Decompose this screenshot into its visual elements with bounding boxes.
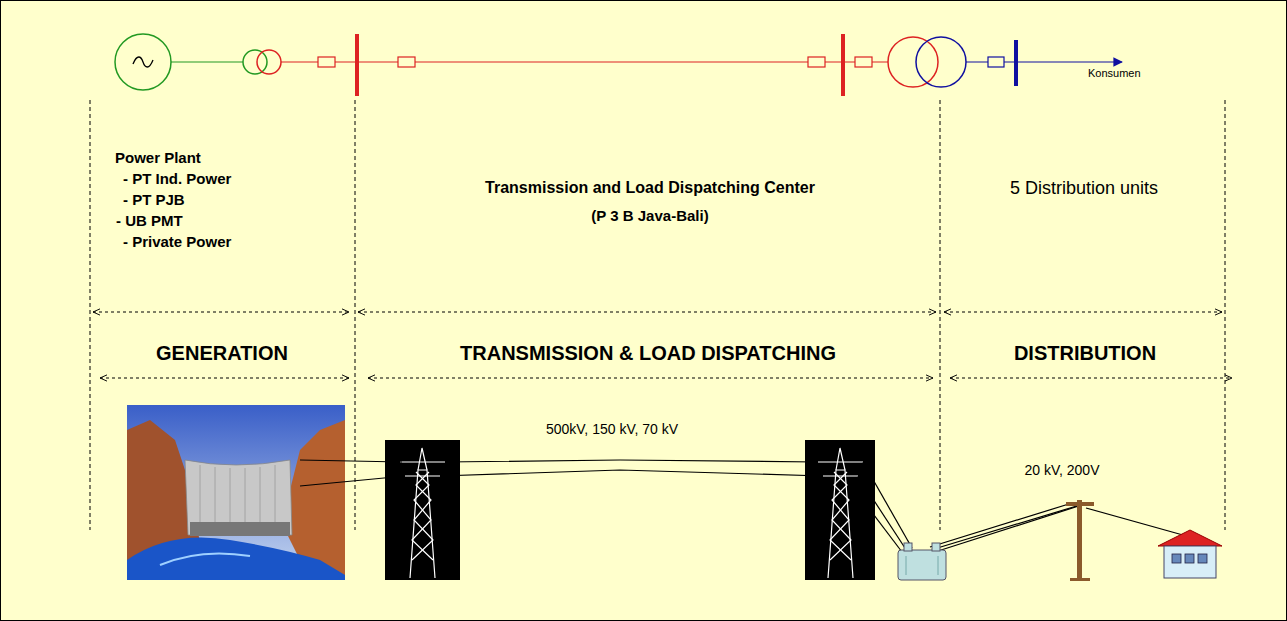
transmission-towers <box>385 440 875 580</box>
span-brackets <box>93 312 1232 378</box>
group-heading: Transmission and Load Dispatching Center <box>485 178 815 197</box>
voltage-label: 500kV, 150 kV, 70 kV <box>546 421 678 438</box>
section-title: GENERATION <box>156 341 288 365</box>
section-title: TRANSMISSION & LOAD DISPATCHING <box>460 341 836 365</box>
group-heading: Power Plant <box>115 149 201 167</box>
group-subheading: (P 3 B Java-Bali) <box>591 207 708 225</box>
list-item: - PT Ind. Power <box>123 170 231 188</box>
single-line-diagram <box>115 34 1122 96</box>
dam-illustration <box>127 405 345 580</box>
list-item: - UB PMT <box>116 212 183 230</box>
voltage-label: 20 kV, 200V <box>1025 462 1100 479</box>
consumer-label: Konsumen <box>1088 67 1141 80</box>
distribution-transformer <box>898 543 946 580</box>
conductors <box>300 460 1190 552</box>
group-heading: 5 Distribution units <box>1010 178 1158 200</box>
section-title: DISTRIBUTION <box>1014 341 1156 365</box>
list-item: - PT PJB <box>123 191 185 209</box>
house <box>1158 530 1222 578</box>
list-item: - Private Power <box>123 233 231 251</box>
utility-pole <box>1066 500 1094 581</box>
